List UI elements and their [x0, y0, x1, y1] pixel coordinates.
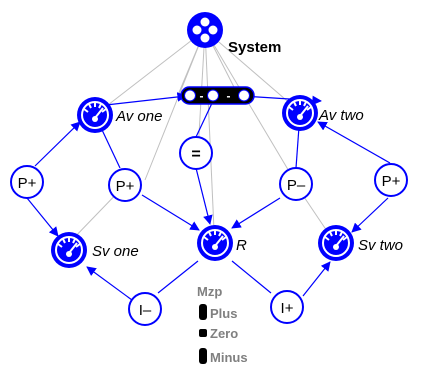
connector-link[interactable]: - - — [180, 86, 255, 105]
legend-label: Zero — [210, 326, 238, 341]
gauge-icon — [318, 225, 354, 261]
legend: Mzp Plus Zero Minus — [197, 284, 248, 365]
system-node[interactable]: System — [187, 12, 281, 56]
legend-title: Mzp — [197, 284, 222, 299]
node-sv-two[interactable]: Sv two — [318, 225, 403, 261]
node-av-two[interactable]: Av two — [282, 95, 364, 131]
node-p-plus-mid[interactable]: P+ — [108, 168, 142, 202]
connector-left-sign: - — [200, 89, 204, 103]
system-links — [69, 29, 334, 243]
node-i-minus[interactable]: I– — [128, 292, 162, 326]
node-label: P+ — [116, 178, 135, 195]
gauge-icon — [197, 225, 233, 261]
node-label: I+ — [281, 300, 294, 317]
node-p-plus-right[interactable]: P+ — [374, 163, 408, 197]
gauge-icon — [282, 95, 318, 131]
minus-swatch — [199, 348, 207, 364]
legend-item-plus: Plus — [199, 304, 237, 321]
legend-label: Plus — [210, 306, 237, 321]
plus-swatch — [199, 304, 207, 320]
zero-swatch — [199, 329, 207, 337]
node-label: Av two — [318, 107, 364, 124]
node-sv-one[interactable]: Sv one — [51, 232, 139, 268]
node-label: Sv two — [358, 237, 403, 254]
connector-right-sign: - — [227, 89, 231, 103]
node-p-minus[interactable]: P– — [279, 167, 313, 201]
node-label: R — [236, 237, 247, 254]
node-p-plus-left[interactable]: P+ — [10, 165, 44, 199]
node-label: P+ — [382, 173, 401, 190]
legend-item-minus: Minus — [199, 348, 248, 365]
node-r[interactable]: R — [197, 225, 247, 261]
node-label: Sv one — [92, 243, 139, 260]
node-label: P+ — [18, 175, 37, 192]
legend-item-zero: Zero — [199, 326, 238, 341]
node-av-one[interactable]: Av one — [77, 97, 162, 133]
gauge-icon — [51, 232, 87, 268]
legend-label: Minus — [210, 350, 248, 365]
node-label: I– — [139, 302, 152, 319]
gauge-icon — [77, 97, 113, 133]
node-label: Av one — [115, 108, 162, 125]
node-label: P– — [287, 177, 306, 194]
node-equals[interactable]: = — [179, 136, 213, 170]
system-label: System — [228, 39, 281, 56]
node-label: = — [191, 146, 200, 163]
node-i-plus[interactable]: I+ — [270, 290, 304, 324]
